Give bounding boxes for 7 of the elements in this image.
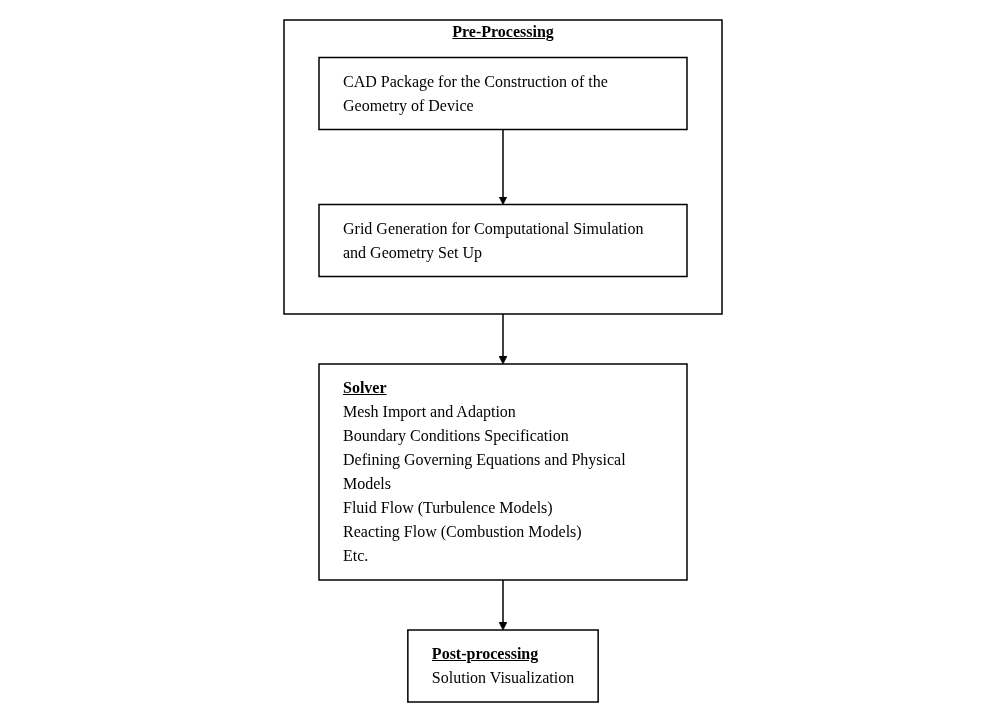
arrow [498, 313, 507, 365]
node-box: Solver Mesh Import and Adaption Boundary Conditions Specification Defining Governing Equations and Physical Models Fluid Flow (Turbulence Models) Reacting Flow (Combustion Models) Etc. [317, 363, 688, 581]
node-box: Grid Generation for Computational Simulation and Geometry Set Up [317, 203, 688, 278]
node-box: Post-processing Solution Visualization [406, 629, 599, 703]
node-box: CAD Package for the Construction of the Geometry of Device [317, 56, 688, 131]
arrow [498, 128, 507, 205]
arrow [498, 579, 507, 631]
